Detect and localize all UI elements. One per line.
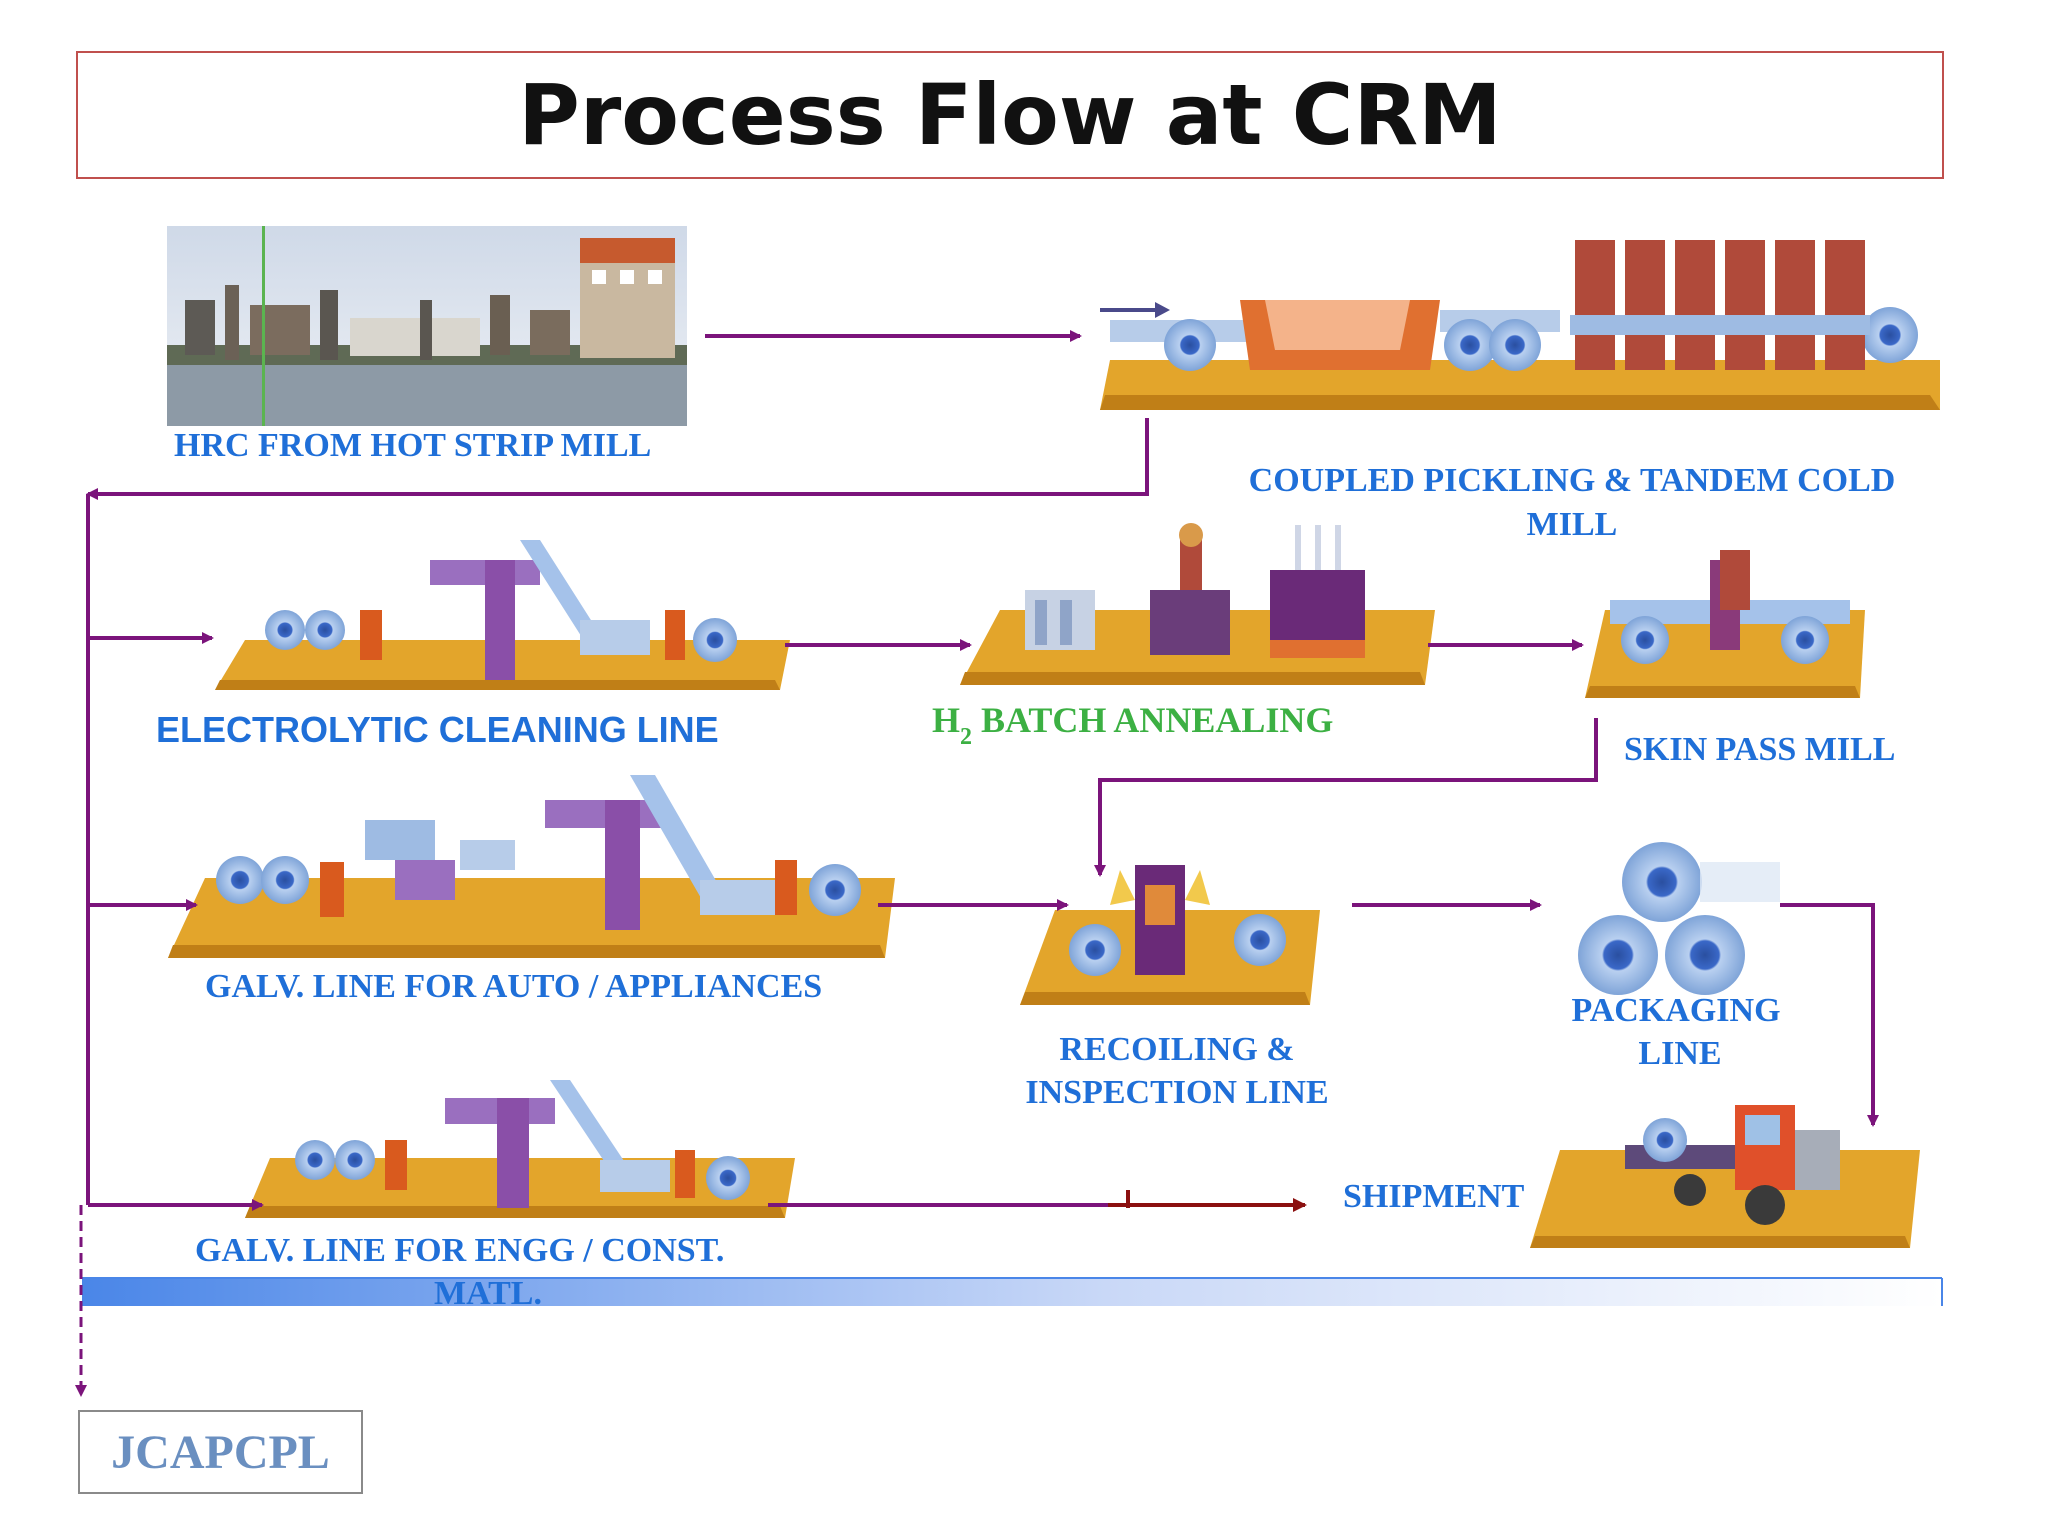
galv-line-auto-image bbox=[168, 775, 895, 958]
bottom-gradient-bar bbox=[82, 1278, 1942, 1306]
label-skin-pass: SKIN PASS MILL bbox=[1624, 731, 1895, 768]
label-shipment: SHIPMENT bbox=[1343, 1178, 1525, 1215]
electrolytic-cleaning-line-image bbox=[215, 540, 790, 690]
label-galv-engg-line1: GALV. LINE FOR ENGG / CONST. bbox=[195, 1232, 724, 1269]
label-recoil-line2: INSPECTION LINE bbox=[1025, 1074, 1328, 1111]
recoiling-inspection-line-image bbox=[1020, 865, 1320, 1005]
arrow-packaging-to-shipment bbox=[1780, 903, 1879, 1127]
label-galv-engg-line2: MATL. bbox=[434, 1275, 542, 1312]
footer-box: JCAPCPL bbox=[78, 1410, 363, 1494]
page-title: Process Flow at CRM bbox=[518, 66, 1502, 164]
arrow-pickling-return bbox=[86, 418, 1149, 500]
label-packaging-line1: PACKAGING bbox=[1571, 992, 1780, 1029]
pickling-tandem-mill-image bbox=[1100, 240, 1940, 410]
label-recoil-line1: RECOILING & bbox=[1059, 1031, 1294, 1068]
galv-line-engg-image bbox=[245, 1080, 795, 1218]
packaging-coils-image bbox=[1578, 842, 1780, 995]
label-hrc: HRC FROM HOT STRIP MILL bbox=[174, 427, 651, 464]
label-annealing: H2 BATCH ANNEALING bbox=[932, 700, 1333, 750]
arrow-skinpass-to-recoiling bbox=[1094, 718, 1598, 877]
batch-annealing-image bbox=[960, 523, 1435, 685]
label-ecl: ELECTROLYTIC CLEANING LINE bbox=[156, 709, 719, 750]
label-pickling-line2: MILL bbox=[1527, 506, 1618, 543]
hrc-plant-image bbox=[167, 226, 687, 426]
label-packaging-line2: LINE bbox=[1638, 1035, 1721, 1072]
label-galv-auto: GALV. LINE FOR AUTO / APPLIANCES bbox=[205, 968, 822, 1005]
shipment-truck-image bbox=[1530, 1105, 1920, 1248]
footer-logo-text: JCAPCPL bbox=[111, 1425, 330, 1479]
label-pickling-line1: COUPLED PICKLING & TANDEM COLD bbox=[1249, 462, 1896, 499]
title-box: Process Flow at CRM bbox=[76, 51, 1944, 179]
skin-pass-mill-image bbox=[1585, 550, 1865, 698]
